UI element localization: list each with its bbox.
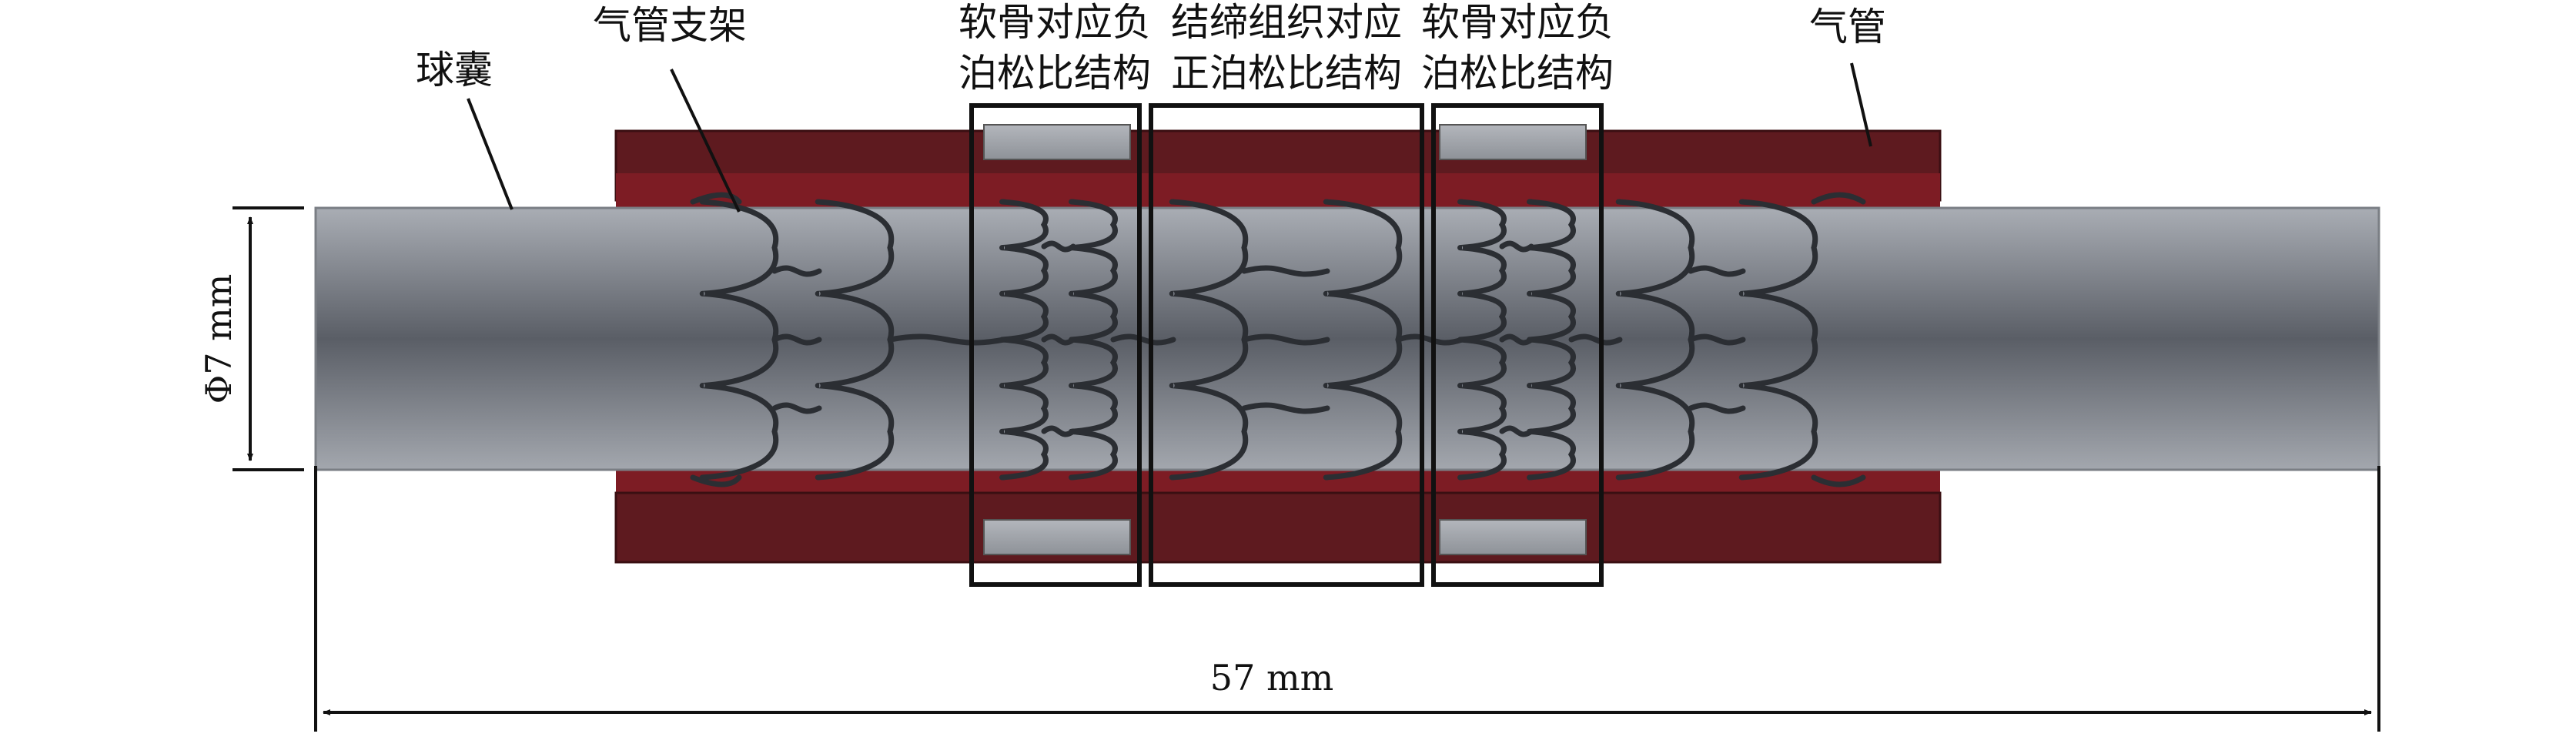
stent-link: [1499, 425, 1534, 437]
stent-end-flare: [1811, 474, 1866, 487]
stent-end-flare: [690, 474, 742, 487]
stent-link: [1241, 402, 1330, 414]
cartilage-right-label-line1: 软骨对应负: [1421, 0, 1614, 45]
length-label: 57 mm: [1210, 657, 1333, 698]
stent-link: [1041, 425, 1076, 437]
stent-label: 气管支架: [593, 3, 747, 48]
stent-link: [771, 265, 822, 277]
stent-link: [1499, 240, 1534, 253]
cartilage-pad: [1439, 519, 1587, 555]
diameter-dimension: Φ7 mm: [198, 206, 304, 471]
diameter-label: Φ7 mm: [198, 274, 239, 404]
stent-link: [1688, 333, 1746, 346]
connective-label-line2: 正泊松比结构: [1171, 51, 1402, 95]
balloon: [314, 206, 2380, 471]
cartilage-region-box-right: [1431, 103, 1604, 587]
stent-link: [1395, 333, 1465, 346]
stent-link: [1041, 333, 1076, 346]
stent-wire-mesh: [690, 192, 1866, 487]
trachea-label: 气管: [1809, 5, 1886, 49]
stent-link: [1688, 265, 1746, 277]
stent-link: [1241, 265, 1330, 277]
stent-end-flare: [1811, 192, 1866, 205]
cartilage-pad: [1439, 124, 1587, 160]
stent-link: [1041, 240, 1076, 253]
stent-link: [1688, 402, 1746, 414]
stent-link: [887, 333, 1007, 346]
stent-link: [1241, 333, 1330, 346]
connective-label-line1: 结缔组织对应: [1171, 0, 1402, 45]
stent-link: [1568, 333, 1623, 346]
stent-link: [771, 333, 822, 346]
cartilage-pad: [983, 519, 1131, 555]
cartilage-region-box-left: [969, 103, 1142, 587]
connective-region-box: [1149, 103, 1424, 587]
cartilage-right-label-line2: 泊松比结构: [1421, 51, 1614, 95]
stent-link: [1499, 333, 1534, 346]
stent-ring: [1738, 199, 1818, 481]
cartilage-left-label-line1: 软骨对应负: [958, 0, 1151, 45]
trachea-leader-line: [1850, 62, 1872, 147]
cartilage-pad: [983, 124, 1131, 160]
balloon-leader-line: [467, 98, 514, 210]
stent-link: [1110, 333, 1176, 346]
stent-end-flare: [690, 192, 742, 205]
balloon-label: 球囊: [416, 48, 493, 92]
cartilage-left-label-line2: 泊松比结构: [958, 51, 1151, 95]
stent-leader-line: [670, 69, 741, 213]
cartilage-pads: [983, 124, 1587, 555]
stent-link: [771, 402, 822, 414]
length-dimension: 57 mm: [314, 466, 2380, 732]
